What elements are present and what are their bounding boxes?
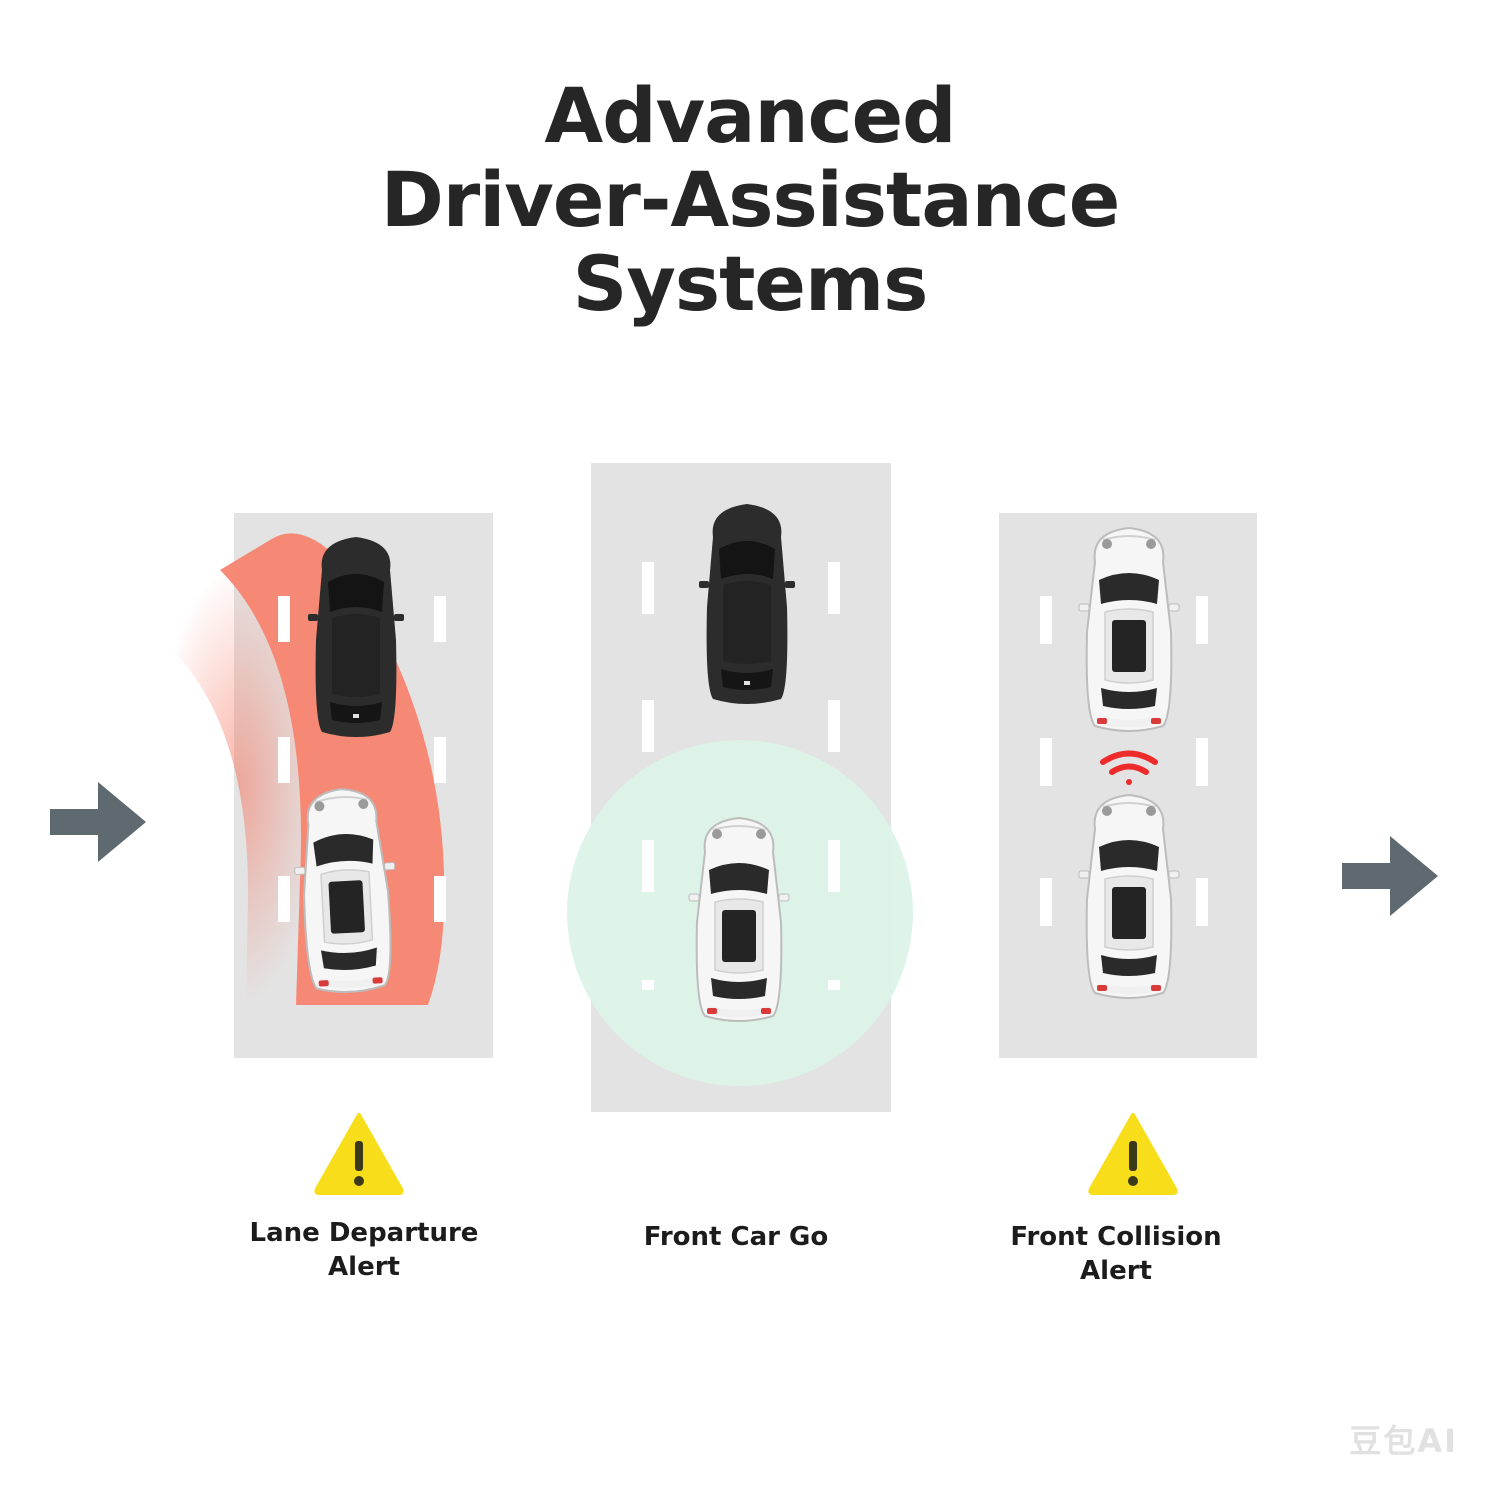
warning-triangle-icon bbox=[1088, 1113, 1178, 1195]
warning-triangle-icon bbox=[314, 1113, 404, 1195]
lane-dashes bbox=[642, 840, 840, 990]
own-car bbox=[688, 817, 790, 1022]
lane-dashes bbox=[642, 562, 840, 752]
panel-front-car-go bbox=[567, 463, 913, 1112]
title-line-1: Advanced bbox=[544, 71, 956, 160]
collision-signal-icon bbox=[1100, 750, 1158, 785]
own-car bbox=[1078, 794, 1180, 999]
label-front-car-go: Front Car Go bbox=[643, 1222, 829, 1252]
lane-dashes bbox=[1040, 596, 1208, 926]
panel-front-collision bbox=[999, 513, 1257, 1058]
title-line-2: Driver-Assistance bbox=[380, 155, 1121, 244]
lane-dashes bbox=[278, 596, 446, 922]
arrow-right-icon bbox=[1342, 836, 1438, 916]
page-title: Advanced Driver-Assistance Systems bbox=[0, 74, 1500, 326]
arrow-right-icon bbox=[50, 782, 146, 862]
label-lane-departure-alert: Lane Departure Alert bbox=[249, 1218, 479, 1282]
label-front-collision-alert: Front Collision Alert bbox=[1010, 1222, 1222, 1286]
front-car-dark bbox=[699, 504, 795, 704]
panel-lane-departure bbox=[155, 513, 493, 1058]
front-car-dark bbox=[308, 537, 404, 737]
watermark: 豆包AI bbox=[1349, 1422, 1458, 1460]
title-line-3: Systems bbox=[572, 239, 929, 328]
front-car-white bbox=[1078, 527, 1180, 732]
